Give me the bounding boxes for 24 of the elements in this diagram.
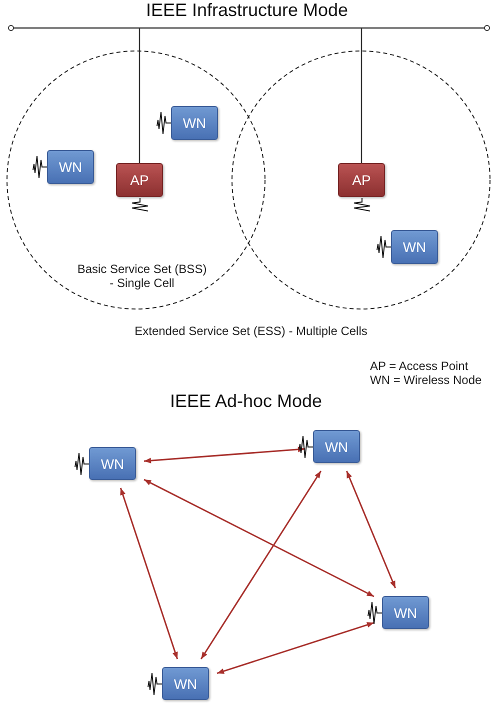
legend-text: AP = Access Point: [370, 359, 468, 373]
connector-line: [138, 28, 140, 163]
wireless-node-box: WN: [171, 106, 218, 140]
wireless-node-box: WN: [47, 150, 94, 184]
cell-label: Basic Service Set (BSS) - Single Cell: [76, 262, 208, 290]
connector-line: [360, 28, 362, 163]
wireless-node-box: WN: [391, 230, 438, 264]
diagram-title: IEEE Infrastructure Mode: [146, 1, 348, 19]
access-point-box: AP: [116, 163, 163, 197]
double-arrow: [216, 622, 374, 674]
section-title: IEEE Ad-hoc Mode: [170, 391, 322, 412]
double-arrow: [144, 478, 374, 598]
wireless-node-box: WN: [382, 596, 429, 629]
double-arrow: [144, 446, 306, 464]
double-arrow: [200, 470, 322, 660]
network-bus: [8, 25, 490, 31]
wireless-node-box: WN: [89, 447, 136, 480]
wireless-node-box: WN: [313, 430, 360, 463]
caption-text: Extended Service Set (ESS) - Multiple Cells: [134, 324, 368, 338]
double-arrow: [120, 488, 178, 660]
legend-text: WN = Wireless Node: [370, 373, 482, 387]
wireless-node-box: WN: [162, 667, 209, 700]
double-arrow: [346, 470, 396, 588]
access-point-box: AP: [338, 163, 385, 197]
